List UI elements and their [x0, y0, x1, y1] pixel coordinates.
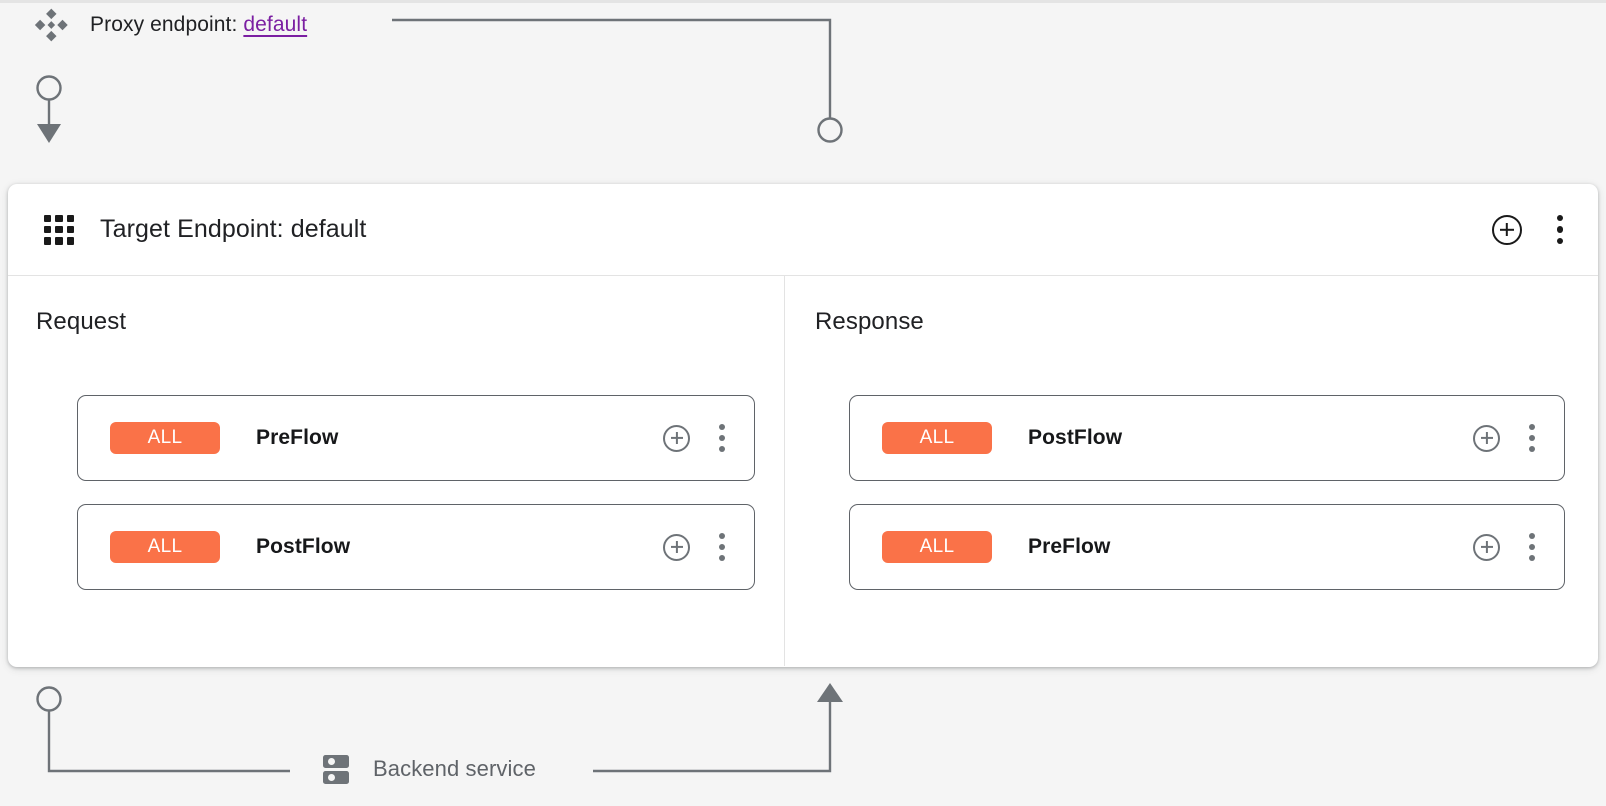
request-column-title: Request [36, 308, 127, 335]
target-endpoint-body: Request ALL PreFlow ALL PostFlow [8, 276, 1598, 666]
status-badge: ALL [110, 422, 220, 454]
response-column: Response ALL PostFlow ALL PreFlow [785, 276, 1597, 666]
request-flow-list: ALL PreFlow ALL PostFlow [77, 395, 755, 590]
status-badge: ALL [882, 422, 992, 454]
add-icon[interactable] [663, 533, 690, 561]
flow-row[interactable]: ALL PreFlow [849, 504, 1565, 590]
row-actions [1473, 533, 1536, 561]
more-options-icon[interactable] [1556, 214, 1564, 245]
add-icon[interactable] [1473, 533, 1500, 561]
more-options-icon[interactable] [718, 424, 726, 452]
more-options-icon[interactable] [718, 533, 726, 561]
flow-row[interactable]: ALL PreFlow [77, 395, 755, 481]
backend-service-label: Backend service [373, 756, 536, 781]
flow-name: PostFlow [1028, 426, 1123, 449]
flow-row[interactable]: ALL PostFlow [77, 504, 755, 590]
proxy-endpoint-label: Proxy endpoint: default [90, 13, 307, 37]
backend-service[interactable]: Backend service [318, 752, 536, 786]
status-badge: ALL [882, 531, 992, 563]
flow-name: PostFlow [256, 535, 351, 558]
server-icon [318, 752, 352, 786]
flow-row[interactable]: ALL PostFlow [849, 395, 1565, 481]
response-column-title: Response [815, 308, 924, 335]
row-actions [663, 533, 726, 561]
proxy-endpoint-header: Proxy endpoint: default [0, 6, 307, 44]
add-icon[interactable] [1492, 214, 1522, 245]
proxy-endpoint-link[interactable]: default [243, 13, 308, 36]
target-endpoint-header: Target Endpoint: default [8, 184, 1598, 276]
add-icon[interactable] [1473, 424, 1500, 452]
request-column: Request ALL PreFlow ALL PostFlow [8, 276, 785, 666]
more-options-icon[interactable] [1528, 424, 1536, 452]
top-divider [0, 0, 1606, 3]
proxy-endpoint-icon [34, 8, 68, 42]
grid-apps-icon [44, 214, 74, 245]
flow-name: PreFlow [1028, 535, 1111, 558]
status-badge: ALL [110, 531, 220, 563]
response-flow-list: ALL PostFlow ALL PreFlow [849, 395, 1565, 590]
row-actions [1473, 424, 1536, 452]
proxy-endpoint-label-text: Proxy endpoint: [90, 13, 238, 36]
header-actions [1492, 214, 1564, 245]
add-icon[interactable] [663, 424, 690, 452]
target-endpoint-card: Target Endpoint: default Request ALL Pre… [8, 184, 1598, 667]
flow-name: PreFlow [256, 426, 339, 449]
more-options-icon[interactable] [1528, 533, 1536, 561]
row-actions [663, 424, 726, 452]
page-title: Target Endpoint: default [100, 215, 367, 243]
